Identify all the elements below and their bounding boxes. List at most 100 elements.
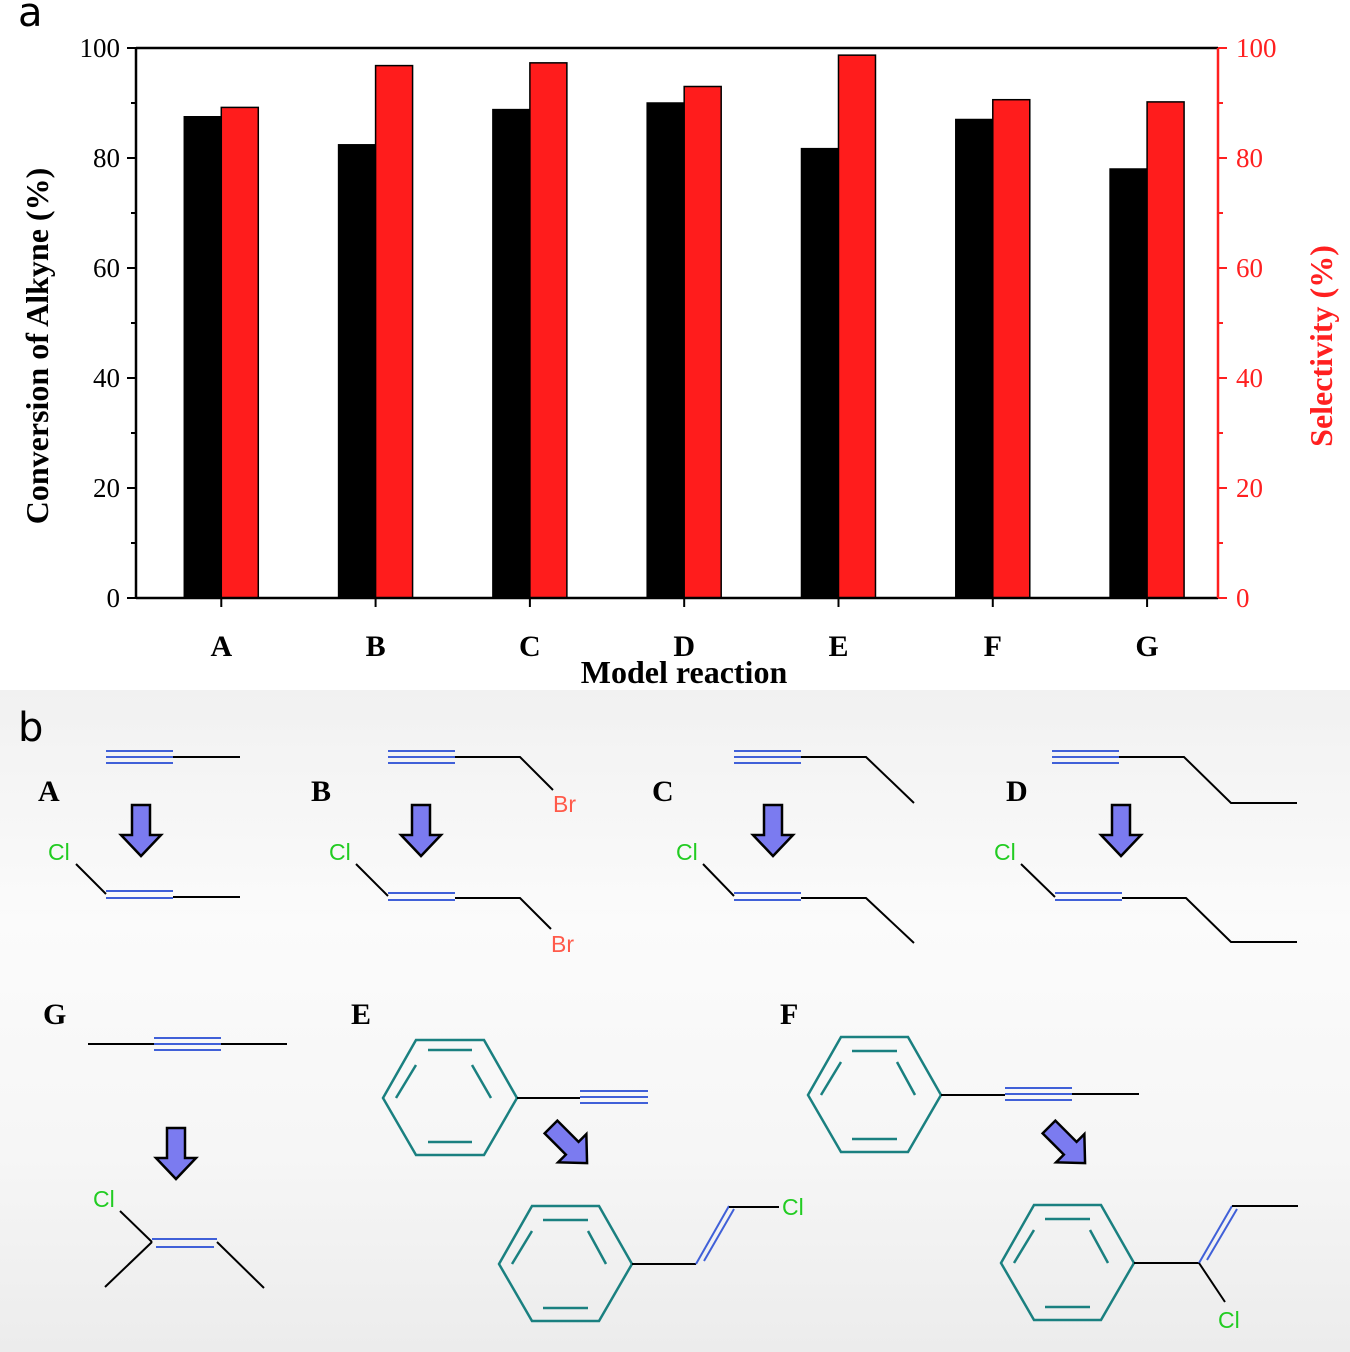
x-tick-label: B	[366, 630, 386, 663]
y-tick-label-right: 80	[1236, 143, 1263, 173]
carbon-chain	[455, 756, 554, 791]
reaction-label-a: A	[38, 775, 60, 808]
single-bond	[1198, 1262, 1226, 1303]
bar-selectivity-e	[837, 54, 877, 599]
triple-bond	[1005, 1087, 1072, 1101]
reaction-label-f: F	[780, 998, 798, 1031]
y-tick-label-right: 20	[1236, 473, 1263, 503]
reaction-label-b: B	[311, 775, 331, 808]
y-axis-title-right: Selectivity (%)	[1303, 245, 1339, 447]
triple-bond	[1052, 750, 1119, 764]
chlorine-atom: Cl	[48, 839, 70, 865]
x-tick-label: G	[1135, 630, 1158, 663]
reaction-arrow	[119, 803, 163, 858]
reaction-label-e: E	[351, 998, 371, 1031]
y-tick-label-right: 100	[1236, 33, 1277, 63]
reaction-arrow	[751, 803, 795, 858]
bar-selectivity-g	[1146, 101, 1185, 599]
chlorine-atom: Cl	[1218, 1307, 1240, 1333]
triple-bond	[388, 750, 455, 764]
single-bond	[119, 1210, 153, 1243]
y-tick-label-right: 40	[1236, 363, 1263, 393]
carbon-chain	[1122, 897, 1297, 943]
single-bond	[1020, 863, 1056, 898]
benzene-ring	[999, 1203, 1136, 1322]
x-tick-label: A	[210, 630, 232, 663]
bar-conversion-c	[492, 108, 531, 599]
reaction-c: C Cl	[652, 750, 915, 944]
reaction-arrow	[1099, 803, 1143, 858]
bar-conversion-b	[337, 144, 377, 599]
benzene-ring	[806, 1035, 943, 1154]
single-bond	[355, 863, 389, 897]
panel-label-b: b	[18, 705, 43, 751]
y-tick-label-left: 80	[93, 143, 120, 173]
y-axis-title-left: Conversion of Alkyne (%)	[19, 168, 55, 524]
panel-b-reaction-schemes: b A Cl B Br Cl	[0, 690, 1350, 1352]
single-bond	[702, 863, 735, 897]
double-bond	[695, 1205, 735, 1265]
double-bond	[106, 890, 173, 899]
y-tick-label-left: 40	[93, 363, 120, 393]
carbon-chain	[1119, 756, 1297, 804]
double-bond	[388, 892, 455, 901]
benzene-ring	[381, 1038, 519, 1157]
bromine-atom: Br	[553, 791, 576, 817]
triple-bond	[734, 750, 801, 764]
reaction-label-d: D	[1006, 775, 1028, 808]
bromine-atom: Br	[551, 931, 574, 957]
single-bond	[216, 1241, 265, 1289]
reaction-schemes: b A Cl B Br Cl	[18, 705, 1298, 1333]
bar-conversion-a	[183, 116, 223, 599]
chlorine-atom: Cl	[994, 839, 1016, 865]
triple-bond	[154, 1037, 221, 1051]
reaction-arrow	[154, 1126, 198, 1181]
double-bond	[152, 1238, 217, 1248]
reaction-b: B Br Cl Br	[311, 750, 576, 957]
reaction-arrow	[399, 803, 443, 858]
bar-conversion-f	[955, 118, 994, 599]
double-bond	[1055, 892, 1122, 901]
reaction-a: A Cl	[38, 750, 240, 899]
bar-conversion-d	[646, 102, 685, 599]
bar-selectivity-b	[374, 64, 414, 599]
triple-bond	[580, 1090, 648, 1104]
x-axis-title: Model reaction	[581, 654, 788, 690]
reaction-g: G Cl	[43, 998, 287, 1289]
chlorine-atom: Cl	[329, 839, 351, 865]
bar-conversion-e	[800, 147, 840, 599]
x-tick-label: E	[828, 630, 848, 663]
triple-bond	[106, 750, 173, 764]
chlorine-atom: Cl	[782, 1194, 804, 1220]
bar-selectivity-f	[992, 98, 1031, 599]
x-tick-label: C	[519, 630, 541, 663]
carbon-chain	[801, 756, 915, 804]
y-tick-label-left: 0	[107, 583, 121, 613]
bar-selectivity-a	[220, 106, 260, 599]
y-tick-label-right: 0	[1236, 583, 1250, 613]
bar-selectivity-d	[683, 85, 722, 599]
reaction-arrow	[1033, 1111, 1101, 1179]
carbon-chain	[455, 897, 552, 930]
chlorine-atom: Cl	[676, 839, 698, 865]
reaction-label-g: G	[43, 998, 66, 1031]
y-tick-label-right: 60	[1236, 253, 1263, 283]
bar-selectivity-c	[529, 62, 568, 599]
chlorine-atom: Cl	[93, 1186, 115, 1212]
y-tick-label-left: 60	[93, 253, 120, 283]
reaction-f: F Cl	[780, 998, 1298, 1333]
x-tick-label: D	[673, 630, 695, 663]
reaction-e: E Cl	[351, 998, 804, 1323]
double-bond	[734, 892, 801, 901]
reaction-d: D Cl	[994, 750, 1297, 943]
single-bond	[75, 863, 107, 895]
panel-label-a: a	[18, 0, 43, 36]
y-tick-label-left: 100	[80, 33, 121, 63]
reaction-arrow	[535, 1111, 603, 1179]
carbon-chain	[801, 897, 915, 944]
benzene-ring	[497, 1204, 634, 1323]
x-tick-label: F	[984, 630, 1002, 663]
double-bond	[1198, 1205, 1238, 1264]
